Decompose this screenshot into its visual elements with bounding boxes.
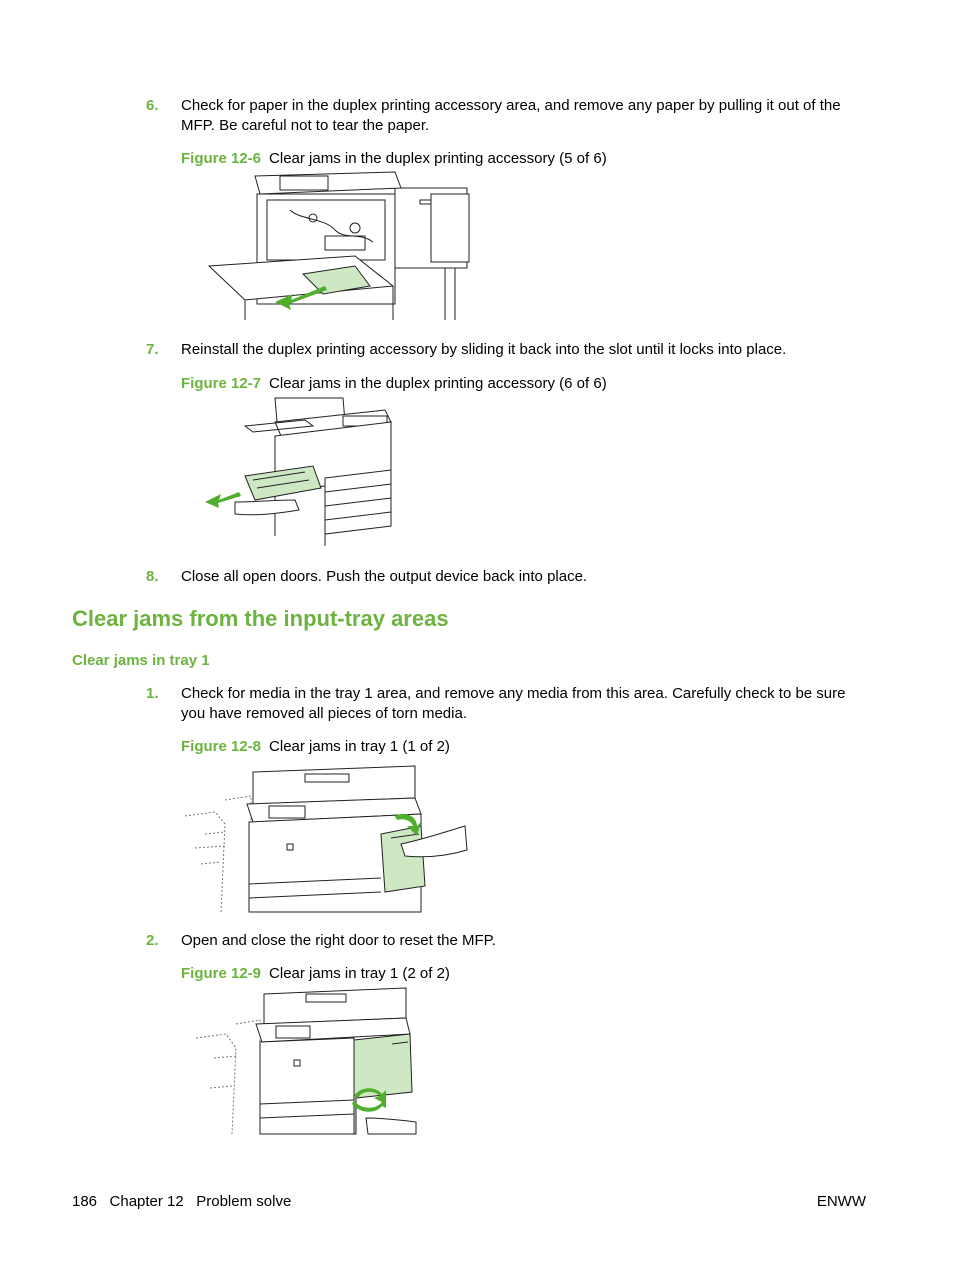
figure-caption-12-6: Figure 12-6 Clear jams in the duplex prin… [181, 149, 607, 169]
step-number: 6. [146, 97, 159, 114]
figure-caption-text: Clear jams in tray 1 (1 of 2) [269, 738, 450, 755]
step-text: Check for media in the tray 1 area, and … [181, 685, 846, 722]
figure-caption-text: Clear jams in the duplex printing access… [269, 375, 607, 392]
figure-12-7-illustration [205, 397, 392, 546]
figure-12-6-illustration [207, 171, 470, 320]
section-heading: Clear jams from the input-tray areas [72, 606, 449, 631]
figure-caption-12-7: Figure 12-7 Clear jams in the duplex prin… [181, 374, 607, 394]
figure-label: Figure 12-7 [181, 375, 262, 392]
step-text: Check for paper in the duplex printing a… [181, 97, 841, 134]
figure-caption-text: Clear jams in the duplex printing access… [269, 150, 607, 167]
figure-12-9-illustration [195, 987, 417, 1135]
figure-caption-12-8: Figure 12-8 Clear jams in tray 1 (1 of 2) [181, 737, 450, 757]
step-number: 7. [146, 341, 159, 358]
figure-label: Figure 12-6 [181, 150, 262, 167]
figure-label: Figure 12-9 [181, 965, 262, 982]
step-number: 1. [146, 685, 159, 702]
step-text: Reinstall the duplex printing accessory … [181, 341, 787, 358]
subsection-heading: Clear jams in tray 1 [72, 652, 210, 669]
figure-label: Figure 12-8 [181, 738, 262, 755]
figure-caption-12-9: Figure 12-9 Clear jams in tray 1 (2 of 2) [181, 964, 450, 984]
step-number: 2. [146, 932, 159, 949]
figure-caption-text: Clear jams in tray 1 (2 of 2) [269, 965, 450, 982]
footer-page-info: 186 Chapter 12 Problem solve [72, 1193, 292, 1210]
footer-enww: ENWW [816, 1193, 866, 1210]
step-number: 8. [146, 568, 159, 585]
step-text: Close all open doors. Push the output de… [181, 568, 588, 585]
figure-12-8-illustration [184, 765, 468, 913]
step-text: Open and close the right door to reset t… [181, 932, 496, 949]
